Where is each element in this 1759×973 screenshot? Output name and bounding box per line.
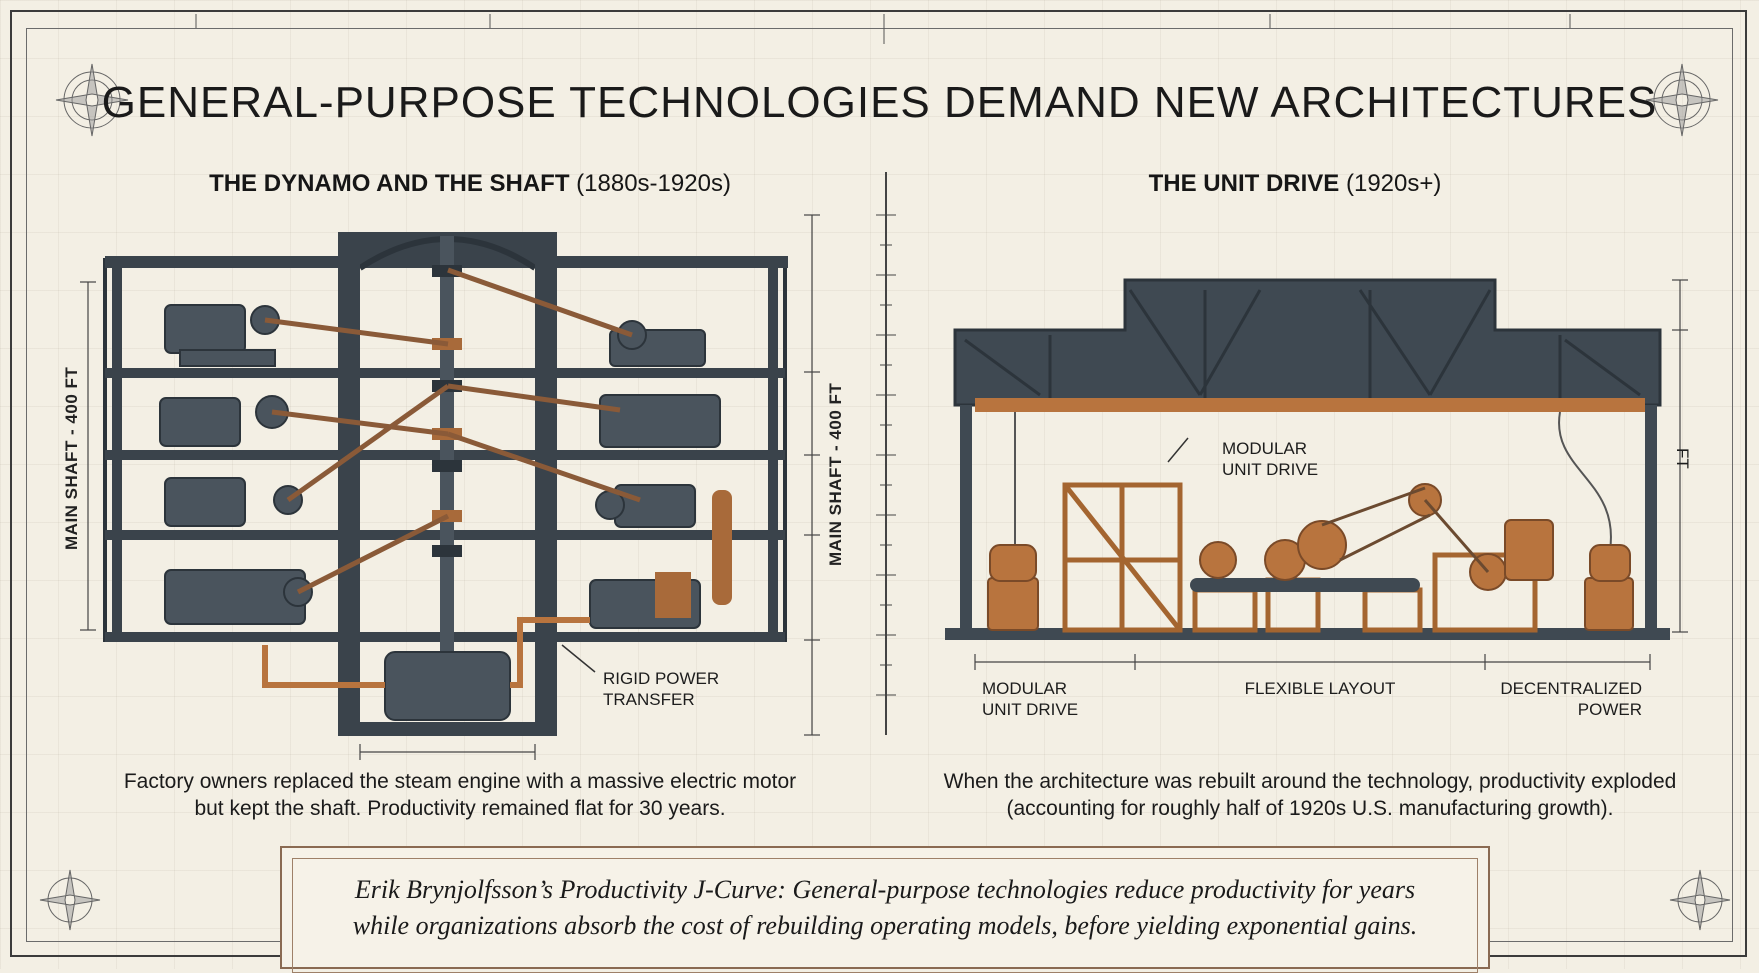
zone-label-decentralized: DECENTRALIZED POWER <box>1480 678 1642 720</box>
j-curve-quote: Erik Brynjolfsson’s Productivity J-Curve… <box>282 872 1488 944</box>
zone-label-flexible: FLEXIBLE LAYOUT <box>1195 678 1445 699</box>
quote-line: while organizations absorb the cost of r… <box>282 908 1488 944</box>
zone-label-modular: MODULAR UNIT DRIVE <box>982 678 1078 720</box>
height-dim-label: FT <box>1672 448 1693 469</box>
callout-line: UNIT DRIVE <box>1222 459 1318 480</box>
right-heading-text: THE UNIT DRIVE <box>1149 170 1340 197</box>
page-title: GENERAL-PURPOSE TECHNOLOGIES DEMAND NEW … <box>0 78 1759 128</box>
zone-line: POWER <box>1480 699 1642 720</box>
zone-line: FLEXIBLE LAYOUT <box>1195 678 1445 699</box>
quote-box: Erik Brynjolfsson’s Productivity J-Curve… <box>280 846 1490 969</box>
right-panel-heading: THE UNIT DRIVE (1920s+) <box>1000 170 1590 198</box>
caption-line: Factory owners replaced the steam engine… <box>80 768 840 795</box>
quote-line: Erik Brynjolfsson’s Productivity J-Curve… <box>282 872 1488 908</box>
callout-line: MODULAR <box>1222 438 1318 459</box>
zone-line: DECENTRALIZED <box>1480 678 1642 699</box>
rigid-power-callout: RIGID POWER TRANSFER <box>603 668 719 710</box>
caption-line: but kept the shaft. Productivity remaine… <box>80 795 840 822</box>
compass-icon <box>40 870 100 930</box>
zone-line: MODULAR <box>982 678 1078 699</box>
left-panel-heading: THE DYNAMO AND THE SHAFT (1880s-1920s) <box>140 170 800 198</box>
left-caption: Factory owners replaced the steam engine… <box>80 768 840 822</box>
zone-line: UNIT DRIVE <box>982 699 1078 720</box>
left-axis-label: MAIN SHAFT - 400 FT <box>62 367 82 550</box>
caption-line: When the architecture was rebuilt around… <box>920 768 1700 795</box>
modular-unit-callout: MODULAR UNIT DRIVE <box>1222 438 1318 480</box>
callout-line: TRANSFER <box>603 689 719 710</box>
left-heading-text: THE DYNAMO AND THE SHAFT <box>209 170 569 197</box>
center-ruler <box>876 172 896 735</box>
callout-line: RIGID POWER <box>603 668 719 689</box>
right-caption: When the architecture was rebuilt around… <box>920 768 1700 822</box>
right-axis-label: MAIN SHAFT - 400 FT <box>826 383 846 566</box>
right-heading-years: (1920s+) <box>1346 170 1441 197</box>
compass-icon <box>1670 870 1730 930</box>
left-heading-years: (1880s-1920s) <box>576 170 731 197</box>
caption-line: (accounting for roughly half of 1920s U.… <box>920 795 1700 822</box>
